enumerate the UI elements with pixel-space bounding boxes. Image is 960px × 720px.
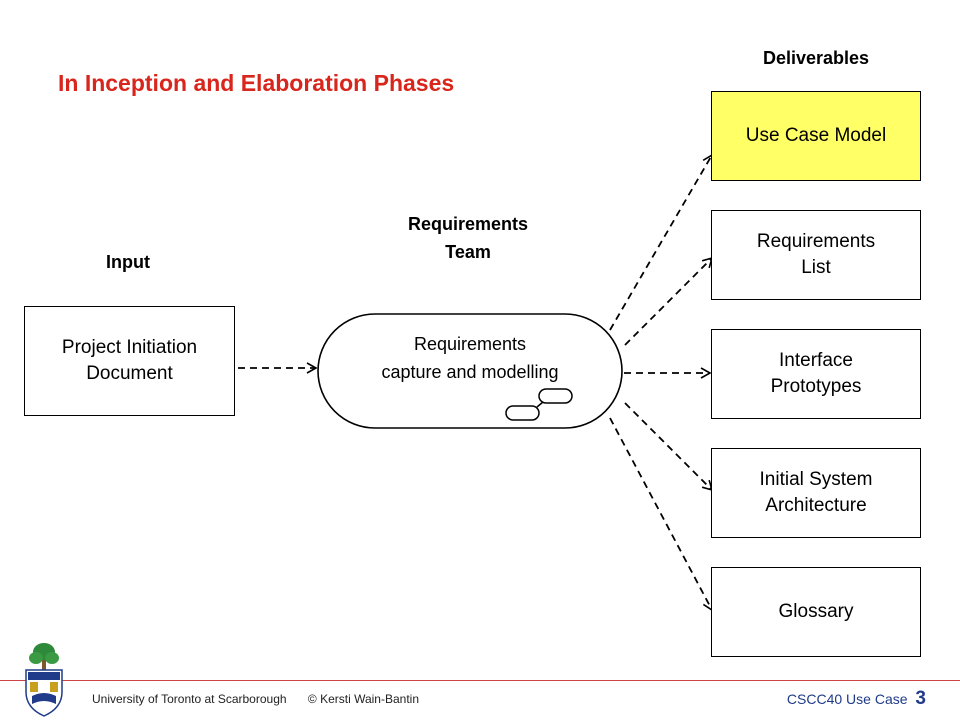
footer-right: CSCC40 Use Case 3	[787, 688, 926, 710]
deliverable-arrows	[609, 153, 714, 612]
process-label: Requirements capture and modelling	[381, 334, 559, 382]
footer-left: University of Toronto at Scarborough © K…	[92, 692, 437, 706]
deliverable-requirements-list: Requirements List	[711, 210, 921, 300]
footer-institution: University of Toronto at Scarborough	[92, 692, 287, 706]
arrow-to-glossary	[609, 417, 713, 612]
arrow-to-system-architecture	[624, 402, 714, 492]
requirements-team-heading: Requirements Team	[407, 214, 529, 262]
arrow-to-requirements-list	[624, 256, 714, 346]
footer-course: CSCC40 Use Case	[786, 691, 908, 707]
input-heading: Input	[106, 252, 150, 272]
input-document-box: Project Initiation Document	[24, 306, 235, 416]
slide-title: In Inception and Elaboration Phases	[58, 70, 455, 96]
footer-rule	[0, 680, 960, 681]
footer-author: © Kersti Wain-Bantin	[307, 692, 420, 706]
page-number: 3	[915, 688, 926, 709]
deliverable-glossary: Glossary	[711, 567, 921, 657]
deliverable-system-architecture: Initial System Architecture	[711, 448, 921, 538]
deliverable-use-case-model: Use Case Model	[711, 91, 921, 181]
use-case-ovals-icon	[505, 388, 573, 421]
deliverables-heading: Deliverables	[762, 48, 870, 68]
arrow-to-use-case-model	[609, 153, 713, 331]
deliverable-interface-prototypes: Interface Prototypes	[711, 329, 921, 419]
university-crest-icon	[25, 643, 63, 717]
